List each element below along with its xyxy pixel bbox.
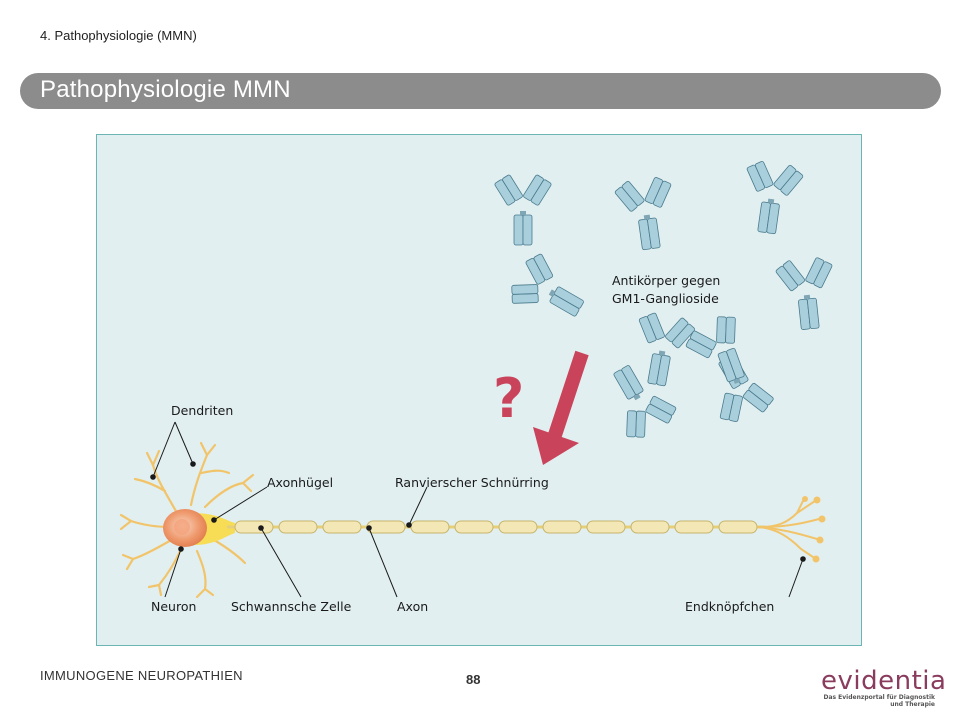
antibody-label-line2: GM1-Ganglioside [612,291,719,306]
arrow-icon [533,350,589,465]
label-dendriten: Dendriten [171,403,233,418]
logo-tagline-2: und Therapie [890,701,935,708]
label-schwann: Schwannsche Zelle [231,599,352,614]
label-ranvier: Ranvierscher Schnürring [395,475,549,490]
leader-dots [150,461,806,562]
page-title: Pathophysiologie MMN [40,76,291,103]
label-axonhuegel: Axonhügel [267,475,333,490]
title-bar: Pathophysiologie MMN [20,73,941,109]
breadcrumb: 4. Pathophysiologie (MMN) [40,28,197,43]
label-axon: Axon [397,599,428,614]
antibody-label-line1: Antikörper gegen [612,273,720,288]
terminal-boutons [802,496,826,563]
label-neuron: Neuron [151,599,196,614]
myelin-segments [234,520,758,534]
footer-section-name: IMMUNOGENE NEUROPATHIEN [40,668,243,683]
dendrites [119,441,255,599]
diagram-svg: Antikörper gegen GM1-Ganglioside ? [119,158,840,614]
evidentia-logo: evidentia Das Evidenzportal für Diagnost… [821,666,947,710]
page-number: 88 [466,672,481,687]
logo-wordmark: evidentia [821,666,947,696]
logo-tagline-1: Das Evidenzportal für Diagnostik [823,694,935,701]
label-endknoepfchen: Endknöpfchen [685,599,774,614]
mmn-diagram: Antikörper gegen GM1-Ganglioside ? [96,134,862,646]
question-mark: ? [493,367,524,430]
leader-lines [152,421,804,598]
axon-terminals [758,500,820,558]
